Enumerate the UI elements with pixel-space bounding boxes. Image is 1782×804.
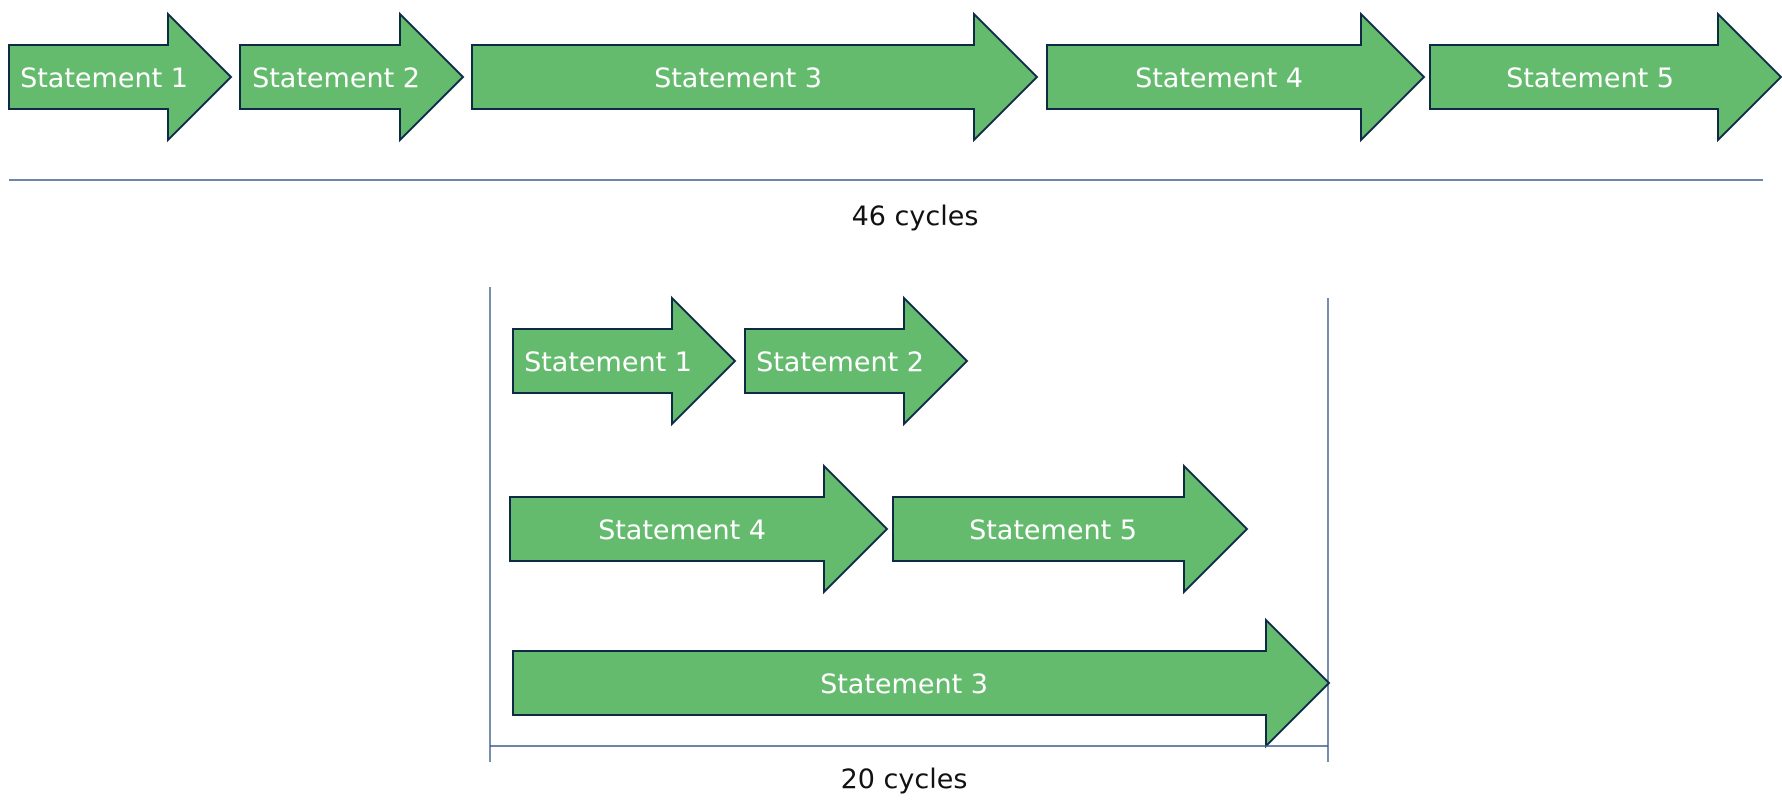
- seq-arrow-1: Statement 1: [8, 11, 233, 143]
- seq-arrow-1-label: Statement 1: [20, 63, 188, 94]
- par-row-1-arrow-2-label: Statement 2: [756, 347, 924, 378]
- arrow-shape: [744, 295, 969, 427]
- par-row-1-arrow-1-label: Statement 1: [524, 347, 692, 378]
- sequential-duration-caption: 46 cycles: [852, 201, 979, 232]
- par-row-2-arrow-1-label: Statement 4: [598, 515, 766, 546]
- par-row-2-arrow-1: Statement 4: [509, 463, 889, 595]
- arrow-shape: [471, 11, 1039, 143]
- arrow-shape: [892, 463, 1249, 595]
- par-row-1-arrow-1: Statement 1: [512, 295, 737, 427]
- arrow-shape: [1046, 11, 1426, 143]
- arrow-shape: [512, 617, 1331, 749]
- par-row-1-arrow-2: Statement 2: [744, 295, 969, 427]
- seq-arrow-2: Statement 2: [239, 11, 465, 143]
- par-row-3-arrow-1: Statement 3: [512, 617, 1331, 749]
- par-row-2-arrow-2: Statement 5: [892, 463, 1249, 595]
- seq-arrow-3: Statement 3: [471, 11, 1039, 143]
- par-row-2-arrow-2-label: Statement 5: [969, 515, 1137, 546]
- seq-arrow-5-label: Statement 5: [1506, 63, 1674, 94]
- arrow-shape: [239, 11, 465, 143]
- seq-arrow-5: Statement 5: [1429, 11, 1782, 143]
- arrow-shape: [509, 463, 889, 595]
- seq-arrow-2-label: Statement 2: [252, 63, 420, 94]
- sequential-timeline: Statement 1 Statement 2 Statement 3 Stat…: [8, 11, 1782, 232]
- par-row-3-arrow-1-label: Statement 3: [820, 669, 988, 700]
- arrow-shape: [1429, 11, 1782, 143]
- parallel-timeline: Statement 1 Statement 2 Statement 4 Stat…: [489, 287, 1331, 795]
- seq-arrow-3-label: Statement 3: [654, 63, 822, 94]
- seq-arrow-4-label: Statement 4: [1135, 63, 1303, 94]
- seq-arrow-4: Statement 4: [1046, 11, 1426, 143]
- arrow-shape: [8, 11, 233, 143]
- parallel-duration-caption: 20 cycles: [841, 764, 968, 795]
- arrow-shape: [512, 295, 737, 427]
